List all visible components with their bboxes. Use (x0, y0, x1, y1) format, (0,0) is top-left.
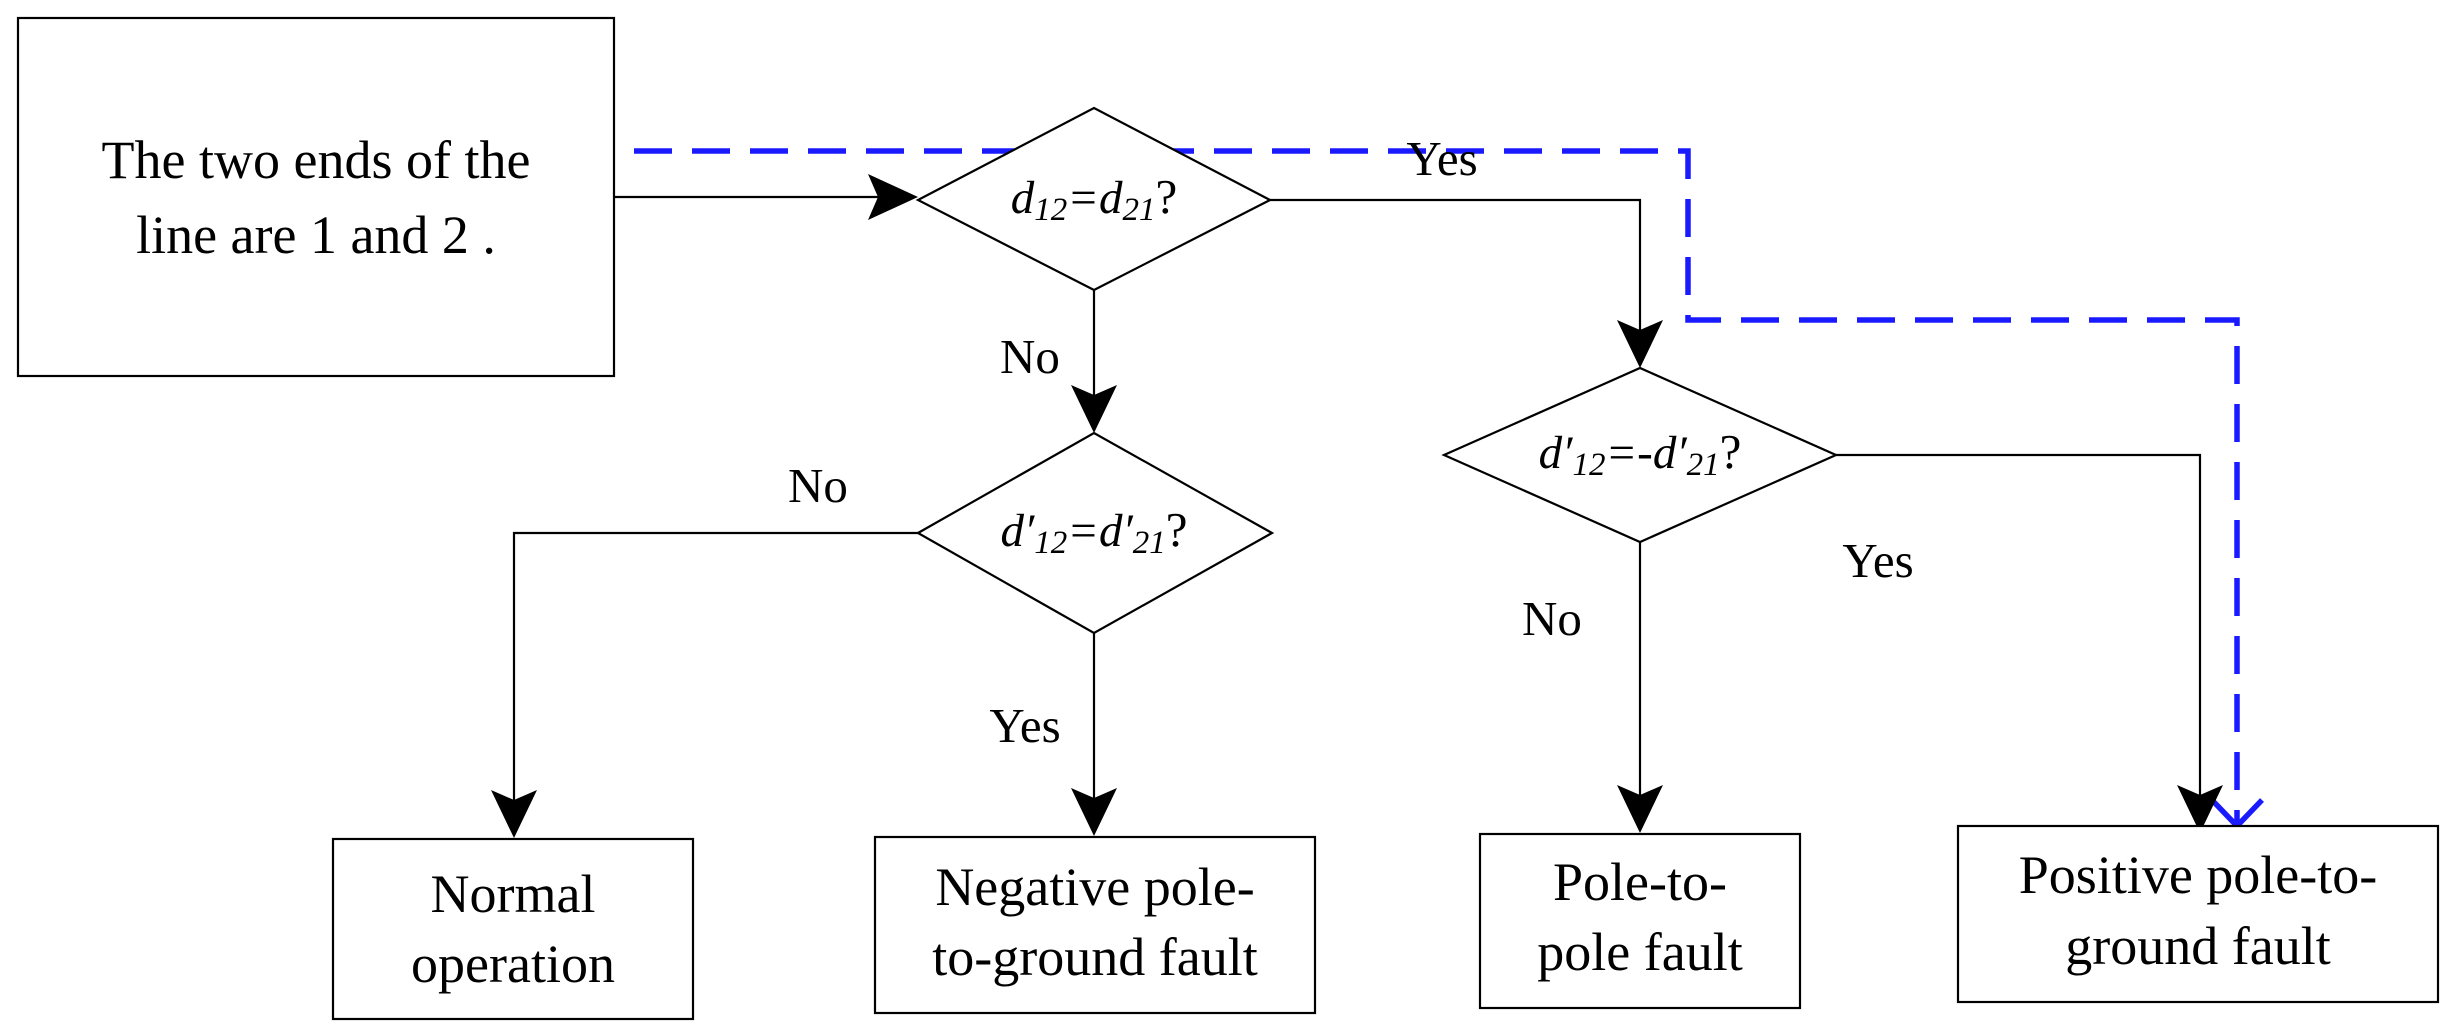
arrowhead-d3 (1617, 320, 1663, 368)
arrowhead-positive (2177, 785, 2223, 833)
outcome-negative-fault: Negative pole- to-ground fault (873, 835, 1317, 1015)
connector-d1-yes (1270, 198, 1642, 330)
label-d1-yes: Yes (1406, 131, 1477, 186)
highlight-path (634, 148, 2240, 822)
decision-d12-eq-d21: d12=d21? (915, 106, 1273, 292)
decision-2-label: d′12=d′21? (1000, 502, 1187, 561)
outcome-positive-fault: Positive pole-to- ground fault (1956, 824, 2440, 1004)
arrowhead-normal (491, 790, 537, 838)
start-text-line2: line are 1 and 2 . (136, 205, 496, 265)
label-d2-no: No (788, 458, 848, 513)
outcome-pole-to-pole-fault: Pole-to- pole fault (1478, 832, 1802, 1010)
outcome-negative-line2: to-ground fault (932, 927, 1257, 987)
start-text-line1: The two ends of the (102, 130, 531, 190)
outcome-normal-line1: Normal (431, 864, 596, 924)
start-box: The two ends of the line are 1 and 2 . (16, 16, 616, 378)
arrowhead-d2 (1071, 385, 1117, 433)
outcome-negative-line1: Negative pole- (935, 857, 1254, 917)
arrowhead-negative (1071, 788, 1117, 836)
outcome-pole-to-pole-line1: Pole-to- (1553, 852, 1727, 912)
label-d2-yes: Yes (989, 698, 1060, 753)
label-d1-no: No (1000, 329, 1060, 384)
decision-3-label: d′12=-d′21? (1539, 424, 1742, 483)
decision-1-label: d12=d21? (1011, 169, 1177, 228)
decision-dprime12-eq-neg-dprime21: d′12=-d′21? (1441, 366, 1839, 544)
label-d3-yes: Yes (1842, 533, 1913, 588)
outcome-normal-operation: Normal operation (331, 837, 695, 1021)
connector-d2-no (512, 531, 918, 800)
outcome-normal-line2: operation (411, 934, 615, 994)
outcome-pole-to-pole-line2: pole fault (1537, 922, 1742, 982)
decision-dprime12-eq-dprime21: d′12=d′21? (915, 431, 1275, 635)
outcome-positive-line2: ground fault (2065, 916, 2330, 976)
arrowhead-pole-to-pole (1617, 785, 1663, 833)
connector-d3-yes (1836, 453, 2202, 795)
outcome-positive-line1: Positive pole-to- (2019, 845, 2377, 905)
label-d3-no: No (1522, 591, 1582, 646)
arrowhead-d1 (868, 174, 918, 220)
